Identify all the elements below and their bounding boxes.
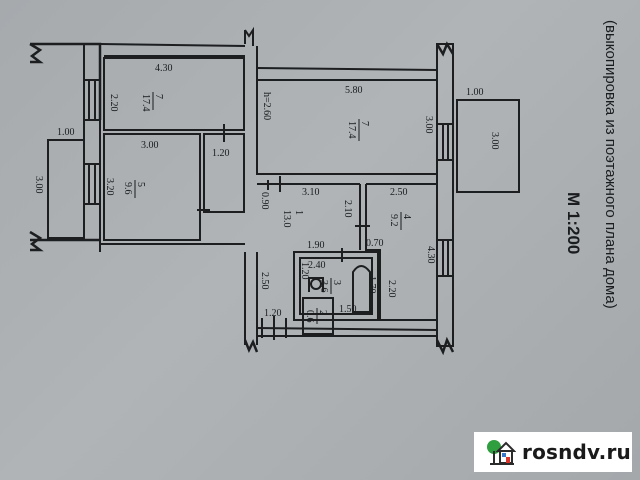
- dim-bath-width: 1.50: [339, 304, 357, 315]
- svg-text:7: 7: [359, 121, 370, 126]
- dim-room7-width: 3.00: [423, 116, 434, 134]
- svg-text:4: 4: [401, 214, 412, 219]
- room-7-label: 7 17.4: [346, 119, 370, 141]
- dim-bath-length: 2.40: [308, 260, 326, 271]
- svg-text:5: 5: [135, 182, 146, 187]
- dim-room5-length: 3.00: [141, 140, 159, 151]
- room-1-label: 1 13.0: [281, 210, 304, 228]
- document-subtitle: (выкопировка из поэтажного плана дома): [602, 20, 619, 309]
- house-tree-icon: [487, 440, 516, 465]
- dim-room5-width: 3.20: [104, 178, 115, 196]
- dim-kitchen-length: 2.50: [390, 187, 408, 198]
- svg-text:0.6: 0.6: [304, 310, 315, 323]
- dim-corridor-width: 2.20: [386, 280, 397, 298]
- dim-hall-length: 3.10: [302, 187, 320, 198]
- dim-bath-tub: 1.70: [366, 276, 377, 294]
- dim-bath-side: 1.20: [299, 262, 310, 280]
- svg-text:17.4: 17.4: [346, 121, 357, 139]
- svg-text:9.6: 9.6: [122, 182, 133, 195]
- svg-text:13.0: 13.0: [281, 210, 292, 228]
- svg-text:7: 7: [153, 94, 164, 99]
- dim-entry-width: 1.20: [264, 308, 282, 319]
- dim-balcony-right-length: 3.00: [489, 132, 500, 150]
- watermark-logo[interactable]: rosndv.ru: [474, 432, 632, 472]
- dim-room6-width: 2.20: [108, 94, 119, 112]
- walls: [29, 26, 520, 356]
- svg-text:3: 3: [331, 280, 342, 285]
- svg-text:17.4: 17.4: [140, 94, 151, 112]
- svg-text:9.2: 9.2: [388, 214, 399, 227]
- dim-hall-offset: 0.90: [259, 192, 270, 210]
- dim-balcony-left-length: 3.00: [33, 176, 44, 194]
- dim-room7-length: 5.80: [345, 85, 363, 96]
- room-3-label: 3 3.6: [318, 278, 342, 294]
- room-4-label: 4 9.2: [388, 212, 412, 230]
- svg-text:1: 1: [293, 210, 304, 215]
- dim-hall-lower: 1.90: [307, 240, 325, 251]
- watermark-text: rosndv.ru: [522, 440, 631, 464]
- dim-room6-length: 4.30: [155, 63, 173, 74]
- room-5-label: 5 9.6: [122, 180, 146, 198]
- dim-ceiling-height: h=2.60: [261, 92, 272, 120]
- dim-balcony-left-width: 1.00: [57, 127, 75, 138]
- document-header: (выкопировка из поэтажного плана дома) М…: [564, 20, 619, 309]
- room-6-label: 7 17.4: [140, 92, 164, 112]
- room-labels: 7 17.4 5 9.6 7 17.4 1 13.0 4 9.2 3 3.6: [122, 92, 412, 324]
- dim-closet-width: 1.20: [212, 148, 230, 159]
- dim-kitchen-offset: 0.70: [366, 238, 384, 249]
- dimension-labels: 4.30 2.20 1.00 3.00 3.00 3.20 1.20 5.80 …: [33, 63, 500, 319]
- room-2-label: 2 0.6: [304, 308, 328, 324]
- svg-text:3.6: 3.6: [318, 280, 329, 293]
- dim-balcony-right-width: 1.00: [466, 87, 484, 98]
- scale-label: М 1:200: [564, 192, 583, 254]
- dim-hall-width: 2.10: [342, 200, 353, 218]
- dim-kitchen-width: 4.30: [425, 246, 436, 264]
- dim-entry-length: 2.50: [259, 272, 270, 290]
- svg-text:2: 2: [317, 310, 328, 315]
